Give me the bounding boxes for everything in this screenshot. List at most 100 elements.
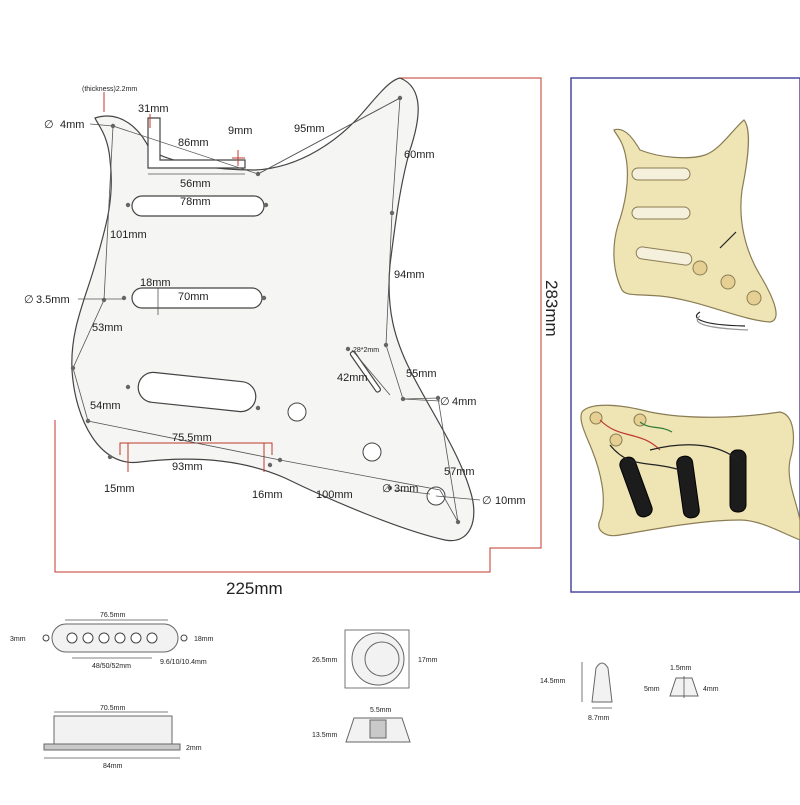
screw-hole — [387, 485, 393, 491]
outer-dimension-line — [54, 77, 542, 573]
d42-leader — [351, 349, 391, 396]
pole-piece — [82, 632, 94, 644]
label-pickup-spacing: 48/50/52mm — [92, 663, 131, 670]
screw-hole — [383, 342, 389, 348]
pickguard-drawing — [54, 77, 542, 573]
screw-hole — [267, 462, 273, 468]
screw-hole — [125, 384, 131, 390]
d4-top-leader — [89, 123, 114, 127]
screw-dimension-path — [72, 97, 459, 523]
output-wires-2 — [696, 315, 749, 331]
label-75-5mm: 75.5mm — [172, 432, 212, 444]
pickup-middle-front — [631, 206, 691, 220]
switch-slot — [349, 350, 382, 393]
pot-back-2 — [609, 433, 623, 447]
label-side-base: 84mm — [103, 763, 123, 770]
pot-back-1 — [589, 411, 603, 425]
label-16mm: 16mm — [252, 489, 283, 501]
label-53mm: 53mm — [92, 322, 123, 334]
screw-hole — [70, 365, 76, 371]
pickup-mount-hole-left — [42, 634, 50, 642]
wire-black-2 — [649, 444, 739, 461]
assembled-pickguard-front — [613, 119, 777, 331]
switch-tip-front — [719, 231, 737, 249]
label-3mm: 3mm — [394, 483, 418, 495]
label-28x2mm: 28*2mm — [353, 347, 379, 354]
screw-hole — [107, 454, 113, 460]
label-pickup-height: 18mm — [194, 636, 214, 643]
wire-red — [599, 419, 661, 451]
diameter-symbol: ∅ — [24, 294, 34, 306]
label-pickup-hole: 3mm — [10, 636, 26, 643]
d4-right-leader — [402, 398, 441, 402]
label-100mm: 100mm — [316, 489, 353, 501]
label-101mm: 101mm — [110, 229, 147, 241]
pickup-side-base — [43, 743, 181, 751]
switch-tip-side: 1.5mm 5mm 4mm — [644, 665, 719, 698]
label-283mm: 283mm — [542, 280, 561, 337]
label-57mm: 57mm — [444, 466, 475, 478]
label-42mm: 42mm — [337, 372, 368, 384]
diameter-symbol: ∅ — [44, 119, 54, 131]
neck-pickup-slot — [131, 195, 265, 217]
pickup-cover-top: 76.5mm 3mm 18mm 48/50/52mm 9.6/10/10.4mm — [10, 612, 214, 670]
pickguard-outline — [71, 77, 475, 542]
label-4mm-top: 4mm — [60, 119, 84, 131]
pickup-mount-hole-right — [180, 634, 188, 642]
label-tip-height: 14.5mm — [540, 678, 565, 685]
pickup-cover-side: 70.5mm 2mm 84mm — [43, 705, 202, 770]
pole-piece — [98, 632, 110, 644]
knob-side-view: 5.5mm 13.5mm — [312, 707, 411, 743]
screw-hole — [255, 405, 261, 411]
diameter-symbol: ∅ — [482, 495, 492, 507]
pickup-bridge-front — [635, 246, 693, 266]
pickup-side-body — [53, 715, 173, 745]
d3mm-leader — [394, 489, 431, 495]
wire-black — [609, 444, 681, 471]
label-93mm: 93mm — [172, 461, 203, 473]
screw-hole — [435, 395, 441, 401]
screw-hole — [263, 202, 269, 208]
label-56mm: 56mm — [180, 178, 211, 190]
label-78mm: 78mm — [180, 196, 211, 208]
label-86mm: 86mm — [178, 137, 209, 149]
neck-pocket — [147, 117, 246, 169]
label-95mm: 95mm — [294, 123, 325, 135]
tone-knob-hole-1 — [362, 442, 382, 462]
d10-leader — [435, 495, 481, 501]
screw-hole — [261, 295, 267, 301]
d95-leader — [257, 97, 401, 175]
pole-piece — [66, 632, 78, 644]
screw-hole — [125, 202, 131, 208]
label-pickup-pole: 9.6/10/10.4mm — [160, 659, 207, 666]
label-70mm: 70mm — [178, 291, 209, 303]
volume-knob-hole — [287, 402, 307, 422]
bridge-pickup-slot — [137, 371, 257, 413]
screw-hole — [455, 519, 461, 525]
label-94mm: 94mm — [394, 269, 425, 281]
knob-frame — [344, 629, 410, 689]
label-54mm: 54mm — [90, 400, 121, 412]
label-60mm: 60mm — [404, 149, 435, 161]
label-knob-shaft: 5.5mm — [370, 707, 392, 714]
screw-hole — [277, 457, 283, 463]
switch-tip-body — [591, 662, 613, 703]
photo-panel — [570, 77, 800, 593]
label-4mm-right: 4mm — [452, 396, 476, 408]
label-tip-right: 4mm — [703, 686, 719, 693]
output-wires — [695, 311, 746, 327]
knob-front-1 — [692, 260, 708, 276]
screw-hole — [85, 418, 91, 424]
label-3-5mm: 3.5mm — [36, 294, 70, 306]
label-55mm: 55mm — [406, 368, 437, 380]
label-side-width: 70.5mm — [100, 705, 125, 712]
knob-front-3 — [746, 290, 762, 306]
assembled-pickguard-back — [580, 404, 800, 541]
pickup-back-2 — [676, 455, 700, 519]
label-10mm: 10mm — [495, 495, 526, 507]
label-225mm: 225mm — [226, 579, 283, 598]
knob-side-insert — [369, 719, 387, 739]
pot-back-3 — [633, 413, 647, 427]
